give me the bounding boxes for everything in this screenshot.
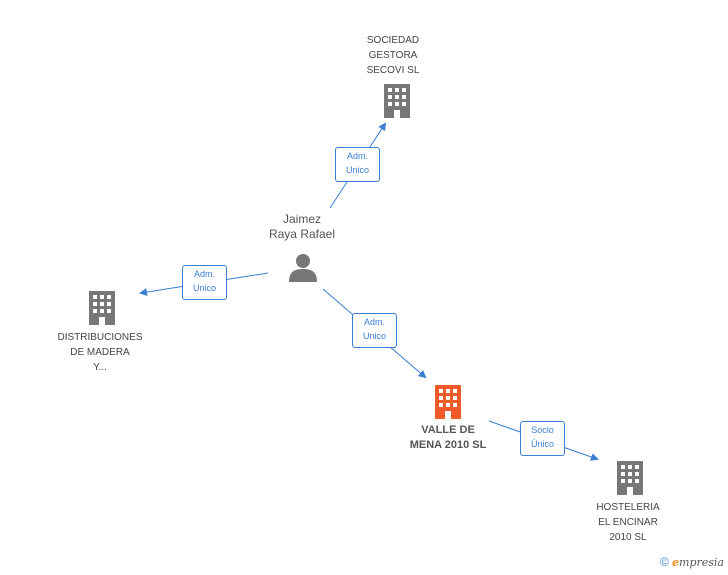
node-label-line: Jaimez [282,212,321,226]
node-label-line: Y... [93,362,107,373]
building-icon[interactable] [86,291,118,325]
footer-brand: © empresia [660,555,724,569]
node-label-line: GESTORA [368,50,418,61]
node-label-secovi: SOCIEDAD GESTORA SECOVI SL [343,33,443,78]
edge-label-to-hosteleria[interactable]: Socio Único [520,421,565,456]
edge-label-line: Único [530,439,554,449]
node-label-line: SOCIEDAD [366,35,420,46]
node-label-line: 2010 SL [609,532,647,543]
node-label-valle: VALLE DE MENA 2010 SL [395,423,501,453]
node-label-line: HOSTELERIA [596,502,660,513]
brand-name: mpresia [679,556,724,569]
edge-label-line: Socio [531,425,554,435]
node-label-line: MENA 2010 SL [409,439,487,451]
brand-initial: e [672,556,680,569]
node-label-line: Raya Rafael [268,227,336,241]
edge-label-to-distribuciones[interactable]: Adm. Unico [182,265,227,300]
edge-label-line: Unico [362,331,386,341]
building-icon[interactable] [381,84,413,118]
copyright-icon: © [659,555,669,569]
node-label-distribuciones: DISTRIBUCIONES DE MADERA Y... [40,330,160,375]
node-label-line: VALLE DE [421,424,475,436]
node-label-line: DISTRIBUCIONES [57,332,143,343]
building-icon[interactable] [614,461,646,495]
node-label-line: DE MADERA [70,347,130,358]
building-icon[interactable] [432,385,464,419]
edge-label-line: Unico [192,283,216,293]
edge-label-line: Unico [345,165,369,175]
node-label-hosteleria: HOSTELERIA EL ENCINAR 2010 SL [578,500,678,545]
edge-label-line: Adm. [346,151,368,161]
edge-label-line: Adm. [363,317,385,327]
node-label-line: EL ENCINAR [598,517,658,528]
edge-label-to-valle[interactable]: Adm. Unico [352,313,397,348]
edge-label-to-secovi[interactable]: Adm. Unico [335,147,380,182]
person-icon[interactable] [288,252,318,282]
brand-logo: empresia [672,556,724,569]
node-label-line: SECOVI SL [366,65,420,76]
edge-label-line: Adm. [193,269,215,279]
node-label-person: Jaimez Raya Rafael [250,212,354,242]
